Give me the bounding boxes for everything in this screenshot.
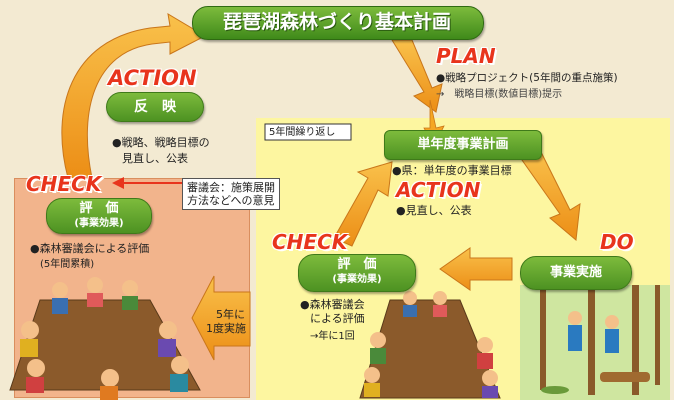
repeat-label-frame (264, 123, 352, 141)
inner-check-text1: ●森林審議会 (300, 298, 365, 311)
outer-check-label: CHECK (26, 172, 102, 196)
outer-action-label: ACTION (108, 66, 197, 90)
outer-check-line2: (5年間累積) (40, 259, 95, 270)
meeting-illustration-right (359, 291, 501, 399)
inner-check-text2: による評価 (310, 312, 365, 325)
inner-action-label: ACTION (396, 178, 481, 202)
outer-action-box-label: 反 映 (134, 99, 176, 115)
meeting-illustration-left (9, 277, 201, 400)
council-note: 審議会：施策展開 方法などへの意見 (182, 178, 280, 210)
do-to-check-arrow (439, 247, 513, 291)
forest-illustration (520, 285, 670, 400)
inner-check-box-line2: (事業効果) (332, 274, 382, 285)
inner-to-outer-check-arrow (191, 275, 251, 361)
outer-check-box: 評 価 (事業効果) (46, 198, 152, 234)
outer-action-box: 反 映 (106, 92, 204, 122)
council-note-line2: 方法などへの意見 (187, 194, 275, 207)
inner-check-box: 評 価 (事業効果) (298, 254, 416, 292)
inner-do-box-label: 事業実施 (549, 265, 602, 280)
council-arrow-head (112, 177, 124, 189)
outer-check-box-line2: (事業効果) (74, 218, 124, 229)
outer-check-box-line1: 評 価 (79, 201, 119, 216)
outer-action-line2: 見直し、公表 (122, 152, 188, 165)
page-title: 琵琶湖森林づくり基本計画 (222, 11, 451, 33)
plan-line2: → 戦略目標(数値目標)提示 (436, 89, 563, 100)
plan-line1: ●戦略プロジェクト(5年間の重点施策) (436, 72, 618, 84)
inner-do-box: 事業実施 (520, 256, 632, 290)
inner-plan-box: 単年度事業計画 (384, 130, 542, 160)
council-note-line1: 審議会：施策展開 (187, 181, 275, 194)
inner-check-box-line1: 評 価 (337, 257, 377, 272)
repeat-label: 5年間繰り返し (269, 127, 336, 138)
inner-check-text3: →年に1回 (310, 331, 355, 342)
check-to-plan-arrow (333, 161, 393, 247)
inner-action-text: ●見直し、公表 (396, 204, 472, 217)
five-year-note-line1: 5年に (216, 308, 245, 321)
five-year-note-line2: 1度実施 (206, 322, 246, 335)
outer-check-line1: ●森林審議会による評価 (30, 242, 150, 255)
inner-plan-text: ●県：単年度の事業目標 (392, 164, 512, 177)
outer-action-line1: ●戦略、戦略目標の (112, 136, 210, 149)
inner-do-label: DO (600, 230, 634, 254)
inner-check-label: CHECK (272, 230, 348, 254)
plan-label: PLAN (436, 44, 496, 68)
inner-plan-box-label: 単年度事業計画 (417, 137, 509, 152)
title-banner (192, 6, 484, 40)
plan-to-do-arrow (521, 149, 581, 241)
title-to-plan-arrow (391, 39, 443, 113)
